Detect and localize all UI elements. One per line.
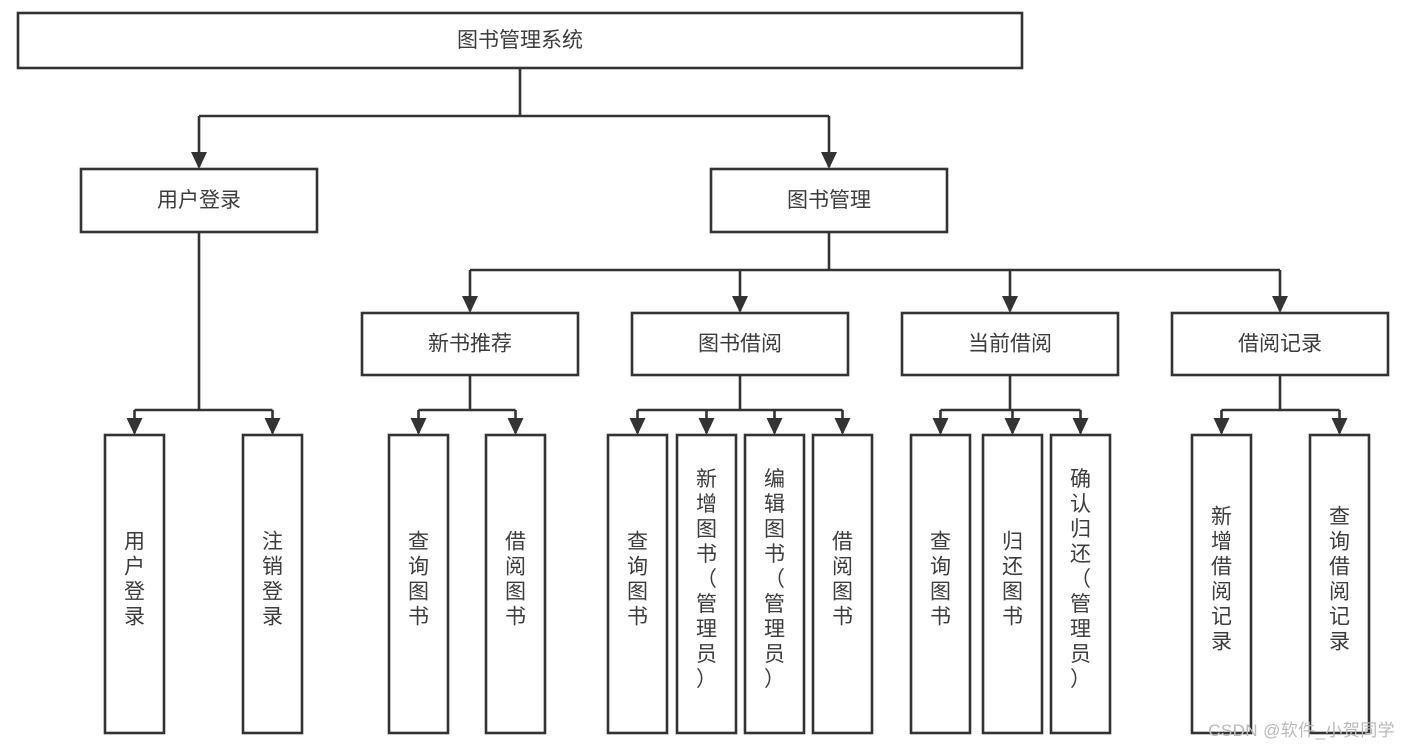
node-label-leaf-query-book-3: 查询图书 xyxy=(930,531,951,629)
node-leaf-edit-book[interactable]: 编辑图书（管理员） xyxy=(743,433,806,735)
arrow-head-icon xyxy=(1004,418,1021,435)
node-label-book-borrow: 图书借阅 xyxy=(698,333,782,356)
arrow-head-icon xyxy=(1002,296,1018,313)
arrow-head-icon xyxy=(1072,418,1089,435)
node-box-book-borrow xyxy=(630,311,850,377)
arrow-head-icon xyxy=(507,418,524,435)
node-label-leaf-confirm-return: 确认归还（管理员） xyxy=(1070,468,1091,691)
arrow-head-icon xyxy=(629,418,646,435)
node-label-leaf-borrow-book-2: 借阅图书 xyxy=(832,531,853,629)
node-box-leaf-query-book-3 xyxy=(909,433,972,735)
node-box-leaf-query-book-2 xyxy=(606,433,669,735)
node-box-book-management xyxy=(709,167,949,234)
node-leaf-borrow-book-2[interactable]: 借阅图书 xyxy=(811,433,874,735)
node-leaf-query-book-2[interactable]: 查询图书 xyxy=(606,433,669,735)
node-box-leaf-borrow-book-1 xyxy=(484,433,547,735)
node-box-leaf-add-book xyxy=(675,433,738,735)
arrow-head-icon xyxy=(834,418,851,435)
node-label-leaf-borrow-book-1: 借阅图书 xyxy=(505,531,526,629)
arrow-head-icon xyxy=(1331,418,1348,435)
node-book-borrow[interactable]: 图书借阅 xyxy=(630,311,850,377)
node-box-new-book-recommend xyxy=(360,311,580,377)
arrow-head-icon xyxy=(410,418,427,435)
node-leaf-return-book[interactable]: 归还图书 xyxy=(981,433,1044,735)
node-leaf-query-book-3[interactable]: 查询图书 xyxy=(909,433,972,735)
node-box-leaf-edit-book xyxy=(743,433,806,735)
arrow-head-icon xyxy=(766,418,783,435)
node-label-leaf-query-record: 查询借阅记录 xyxy=(1329,506,1350,654)
node-box-leaf-confirm-return xyxy=(1049,433,1112,735)
node-box-borrow-record xyxy=(1170,311,1390,377)
node-box-leaf-logout xyxy=(241,433,304,735)
arrow-head-icon xyxy=(1272,296,1288,313)
node-box-leaf-return-book xyxy=(981,433,1044,735)
node-box-leaf-add-record xyxy=(1190,433,1253,735)
node-leaf-borrow-book-1[interactable]: 借阅图书 xyxy=(484,433,547,735)
node-label-leaf-query-book-1: 查询图书 xyxy=(408,531,429,629)
node-book-management[interactable]: 图书管理 xyxy=(709,167,949,234)
node-box-leaf-query-book-1 xyxy=(387,433,450,735)
connector-layer xyxy=(126,68,1348,435)
node-label-leaf-query-book-2: 查询图书 xyxy=(627,531,648,629)
node-leaf-logout[interactable]: 注销登录 xyxy=(241,433,304,735)
node-leaf-add-book[interactable]: 新增图书（管理员） xyxy=(675,433,738,735)
node-user-login[interactable]: 用户登录 xyxy=(79,167,319,234)
node-label-leaf-logout: 注销登录 xyxy=(262,531,283,629)
arrow-head-icon xyxy=(191,152,207,169)
arrow-head-icon xyxy=(126,418,143,435)
node-box-current-borrow xyxy=(900,311,1120,377)
arrow-head-icon xyxy=(732,296,748,313)
node-label-borrow-record: 借阅记录 xyxy=(1238,333,1322,356)
node-label-current-borrow: 当前借阅 xyxy=(968,333,1052,356)
node-current-borrow[interactable]: 当前借阅 xyxy=(900,311,1120,377)
node-label-leaf-edit-book: 编辑图书（管理员） xyxy=(764,468,785,691)
node-box-root xyxy=(16,11,1024,70)
arrow-head-icon xyxy=(821,152,837,169)
node-label-leaf-add-record: 新增借阅记录 xyxy=(1211,506,1232,654)
node-borrow-record[interactable]: 借阅记录 xyxy=(1170,311,1390,377)
node-root[interactable]: 图书管理系统 xyxy=(16,11,1024,70)
node-label-new-book-recommend: 新书推荐 xyxy=(428,333,512,356)
arrow-head-icon xyxy=(932,418,949,435)
node-label-leaf-user-login: 用户登录 xyxy=(124,531,145,629)
node-leaf-query-record[interactable]: 查询借阅记录 xyxy=(1308,433,1371,735)
node-box-user-login xyxy=(79,167,319,234)
arrow-head-icon xyxy=(462,296,478,313)
node-leaf-confirm-return[interactable]: 确认归还（管理员） xyxy=(1049,433,1112,735)
node-box-leaf-borrow-book-2 xyxy=(811,433,874,735)
node-label-leaf-add-book: 新增图书（管理员） xyxy=(696,468,717,691)
arrow-head-icon xyxy=(698,418,715,435)
node-label-root: 图书管理系统 xyxy=(457,29,583,52)
node-box-leaf-user-login xyxy=(103,433,166,735)
node-leaf-query-book-1[interactable]: 查询图书 xyxy=(387,433,450,735)
node-leaf-user-login[interactable]: 用户登录 xyxy=(103,433,166,735)
node-new-book-recommend[interactable]: 新书推荐 xyxy=(360,311,580,377)
arrow-head-icon xyxy=(264,418,281,435)
node-leaf-add-record[interactable]: 新增借阅记录 xyxy=(1190,433,1253,735)
node-label-book-management: 图书管理 xyxy=(787,189,871,212)
node-box-leaf-query-record xyxy=(1308,433,1371,735)
node-layer: 图书管理系统用户登录图书管理新书推荐图书借阅当前借阅借阅记录用户登录注销登录查询… xyxy=(16,11,1390,735)
arrow-head-icon xyxy=(1213,418,1230,435)
node-label-leaf-return-book: 归还图书 xyxy=(1002,531,1023,629)
node-label-user-login: 用户登录 xyxy=(157,189,241,212)
